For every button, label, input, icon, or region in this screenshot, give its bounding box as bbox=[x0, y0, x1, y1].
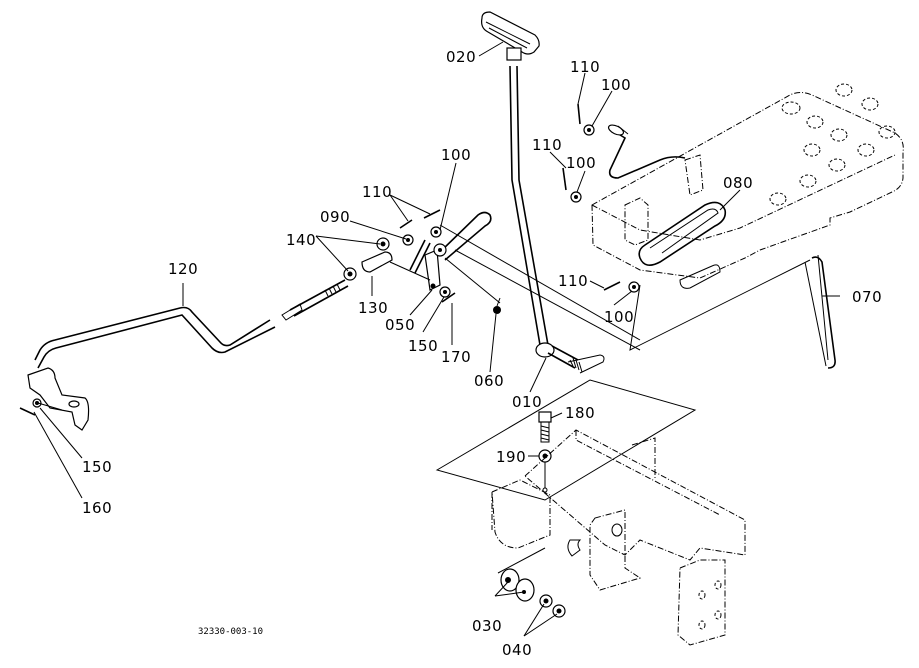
assembly-outline-lines bbox=[435, 224, 811, 501]
callout-100: 100 bbox=[601, 76, 631, 94]
left-arm-assembly bbox=[19, 367, 90, 431]
callout-labels: 020 110 100 110 100 080 110 100 070 100 … bbox=[82, 48, 882, 659]
drawing-code: 32330-003-10 bbox=[198, 627, 263, 637]
callout-040: 040 bbox=[502, 641, 532, 659]
callout-190: 190 bbox=[496, 448, 526, 466]
shift-lever bbox=[481, 11, 605, 374]
callout-130: 130 bbox=[358, 299, 388, 317]
callout-110: 110 bbox=[558, 272, 588, 290]
callout-100: 100 bbox=[441, 146, 471, 164]
callout-110: 110 bbox=[532, 136, 562, 154]
rod-070 bbox=[804, 254, 836, 369]
callout-140: 140 bbox=[286, 231, 316, 249]
step-plate-drawing bbox=[591, 83, 904, 289]
pedal-hardware bbox=[562, 103, 640, 293]
callout-120: 120 bbox=[168, 260, 198, 278]
leader-lines bbox=[33, 41, 840, 637]
callout-070: 070 bbox=[852, 288, 882, 306]
callout-020: 020 bbox=[446, 48, 476, 66]
callout-180: 180 bbox=[565, 404, 595, 422]
callout-100: 100 bbox=[604, 308, 634, 326]
callout-090: 090 bbox=[320, 208, 350, 226]
thread-icon bbox=[569, 357, 583, 373]
callout-050: 050 bbox=[385, 316, 415, 334]
callout-080: 080 bbox=[723, 174, 753, 192]
callout-110: 110 bbox=[362, 183, 392, 201]
callout-030: 030 bbox=[472, 617, 502, 635]
control-lever-assembly bbox=[34, 209, 501, 369]
callout-160: 160 bbox=[82, 499, 112, 517]
callout-100: 100 bbox=[566, 154, 596, 172]
callout-010: 010 bbox=[512, 393, 542, 411]
callout-150: 150 bbox=[408, 337, 438, 355]
callout-150: 150 bbox=[82, 458, 112, 476]
callout-060: 060 bbox=[474, 372, 504, 390]
console-bracket-drawing bbox=[491, 411, 746, 646]
callout-170: 170 bbox=[441, 348, 471, 366]
callout-110: 110 bbox=[570, 58, 600, 76]
